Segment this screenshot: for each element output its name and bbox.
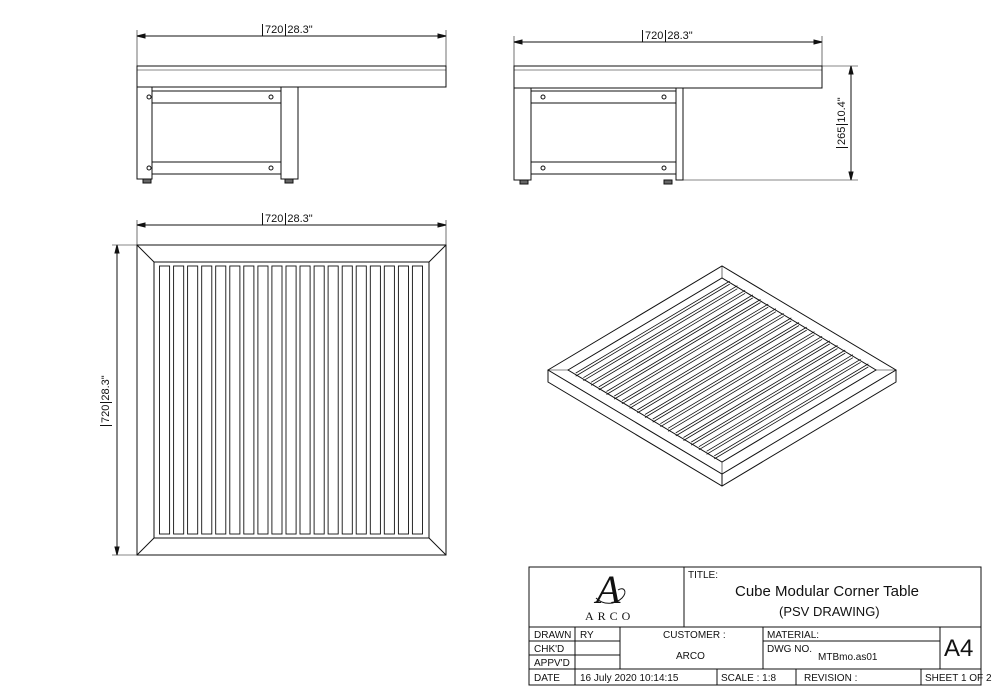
iso-slat-edge [683, 345, 838, 438]
slat [201, 265, 213, 535]
iso-slat-edge [675, 340, 831, 434]
iso-slat-edge [660, 334, 815, 428]
iso-slat-edge [706, 358, 861, 452]
slat [341, 265, 353, 535]
iso-slat-edge [590, 292, 746, 386]
slat [383, 265, 395, 535]
iso-slat-edge [714, 366, 869, 460]
dwg-label: DWG NO. [767, 644, 812, 655]
slat [159, 265, 171, 535]
sheet-size: A4 [944, 635, 974, 662]
arco-logo-icon: A [596, 567, 621, 612]
logo-text: ARCO [585, 609, 635, 623]
iso-slat-edge [667, 338, 823, 432]
iso-slat-edge [606, 302, 761, 395]
title-block-frame [528, 566, 982, 686]
iso-slat-edge [621, 308, 777, 402]
iso-slat-edge [683, 348, 838, 441]
iso-slat-edge [690, 352, 846, 446]
iso-slat-edge [706, 361, 861, 455]
date-label: DATE [534, 673, 560, 684]
slat [257, 265, 269, 535]
drawing-subtitle: (PSV DRAWING) [779, 604, 880, 619]
iso-slat-edge [629, 315, 784, 409]
iso-slat-edge [583, 285, 738, 379]
iso-slat-edge [583, 288, 738, 382]
material-label: MATERIAL: [767, 630, 820, 641]
iso-slat-edge [690, 349, 846, 443]
iso-slat-edge [575, 283, 730, 377]
iso-slat-edge [621, 311, 777, 405]
title-label: TITLE: [688, 570, 719, 581]
slat [229, 265, 241, 535]
iso-slat-edge [637, 320, 792, 414]
slat [173, 265, 185, 535]
iso-slat-edge [667, 335, 823, 429]
dwg-value: MTBmo.as01 [818, 652, 878, 663]
iso-slat-edge [698, 357, 854, 451]
iso-slat-edge [714, 363, 869, 457]
iso-slat-edge [675, 343, 831, 437]
iso-slat-edge [660, 331, 815, 425]
scale: SCALE : 1:8 [721, 673, 777, 684]
slat [215, 265, 227, 535]
slat [243, 265, 255, 535]
iso-slat-edge [644, 322, 800, 415]
iso-slat-edge [652, 329, 807, 423]
iso-slat-edge [598, 294, 754, 388]
iso-slat-edge [637, 317, 792, 411]
iso-slat-edge [652, 326, 807, 420]
slat [271, 265, 283, 535]
iso-slat-edge [613, 306, 769, 400]
iso-slat-edge [644, 325, 800, 418]
drawing-title: Cube Modular Corner Table [735, 583, 919, 600]
iso-slat-edge [598, 297, 754, 391]
slat [369, 265, 381, 535]
front-view [136, 30, 447, 184]
drawn-label: DRAWN [534, 630, 572, 641]
sheet-number: SHEET 1 OF 2 [925, 673, 992, 684]
side-view [513, 36, 858, 185]
chkd-label: CHK'D [534, 644, 565, 655]
slat [299, 265, 311, 535]
iso-slat-edge [698, 354, 854, 448]
date-value: 16 July 2020 10:14:15 [580, 673, 679, 684]
iso-slat-edge [629, 312, 784, 406]
iso-slat-edge [606, 299, 761, 392]
iso-slat-edge [575, 280, 730, 374]
slat [187, 265, 199, 535]
top-view [112, 220, 447, 556]
appvd-label: APPV'D [534, 658, 570, 669]
iso-slat-edge [590, 289, 746, 383]
slat [313, 265, 325, 535]
slat [411, 265, 423, 535]
slat [355, 265, 367, 535]
slat [397, 265, 409, 535]
slat [327, 265, 339, 535]
iso-slat-edge [613, 303, 769, 397]
side-height-dimension: 26510.4" [836, 97, 848, 148]
top-height-dimension: 72028.3" [100, 375, 112, 426]
revision: REVISION : [804, 673, 858, 684]
customer-label: CUSTOMER : [663, 630, 726, 641]
isometric-view [547, 265, 897, 487]
slat [285, 265, 297, 535]
drawn-value: RY [580, 630, 594, 641]
customer-value: ARCO [676, 651, 705, 662]
